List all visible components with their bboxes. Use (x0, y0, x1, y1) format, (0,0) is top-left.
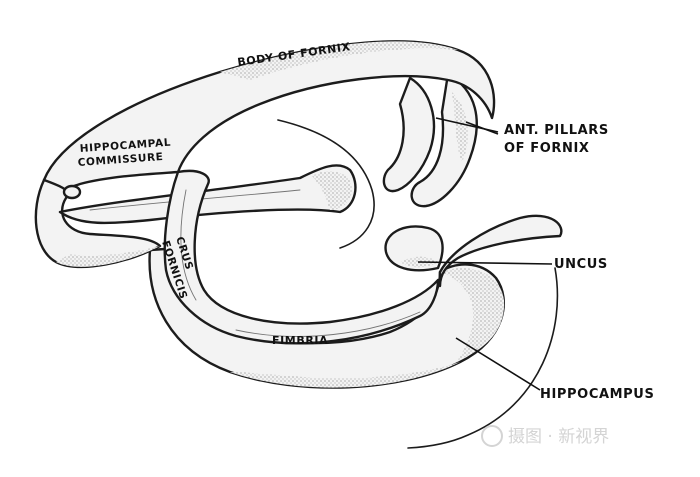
leader-hippocampus (455, 337, 541, 391)
watermark-logo (481, 425, 503, 447)
watermark-text: 摄图 · 新视界 (508, 427, 609, 447)
label-uncus: UNCUS (554, 257, 608, 272)
hippocampal-commissure (34, 178, 162, 269)
leader-uncus (417, 261, 553, 265)
hippocampus-stippled-lobes (440, 268, 505, 360)
hippocampus-lower-shade (230, 362, 460, 388)
crus-shade-2 (235, 311, 421, 337)
fimbria-knob-stipple (312, 171, 352, 210)
anterior-pillar-left (382, 76, 436, 193)
label-hippocampal-line2: COMMISSURE (77, 151, 164, 169)
crus-shade (180, 189, 197, 301)
hippocampus-outer-curve (407, 267, 559, 449)
fornix-body-shade (220, 41, 458, 80)
label-ant-pillars-line1: ANT. PILLARS (504, 123, 609, 138)
anterior-pillar-shade (452, 92, 468, 162)
label-ant-pillars-line2: OF FORNIX (504, 141, 590, 156)
commissure-end (62, 184, 82, 200)
commissure-stipple (56, 246, 160, 267)
crus-fornicis (163, 169, 440, 345)
inner-loop-curve (277, 119, 375, 249)
label-fimbria: FIMBRIA (272, 334, 328, 347)
uncus (438, 214, 563, 288)
leader-ant-pillars-right (465, 121, 499, 135)
label-hippocampus: HIPPOCAMPUS (540, 387, 654, 402)
